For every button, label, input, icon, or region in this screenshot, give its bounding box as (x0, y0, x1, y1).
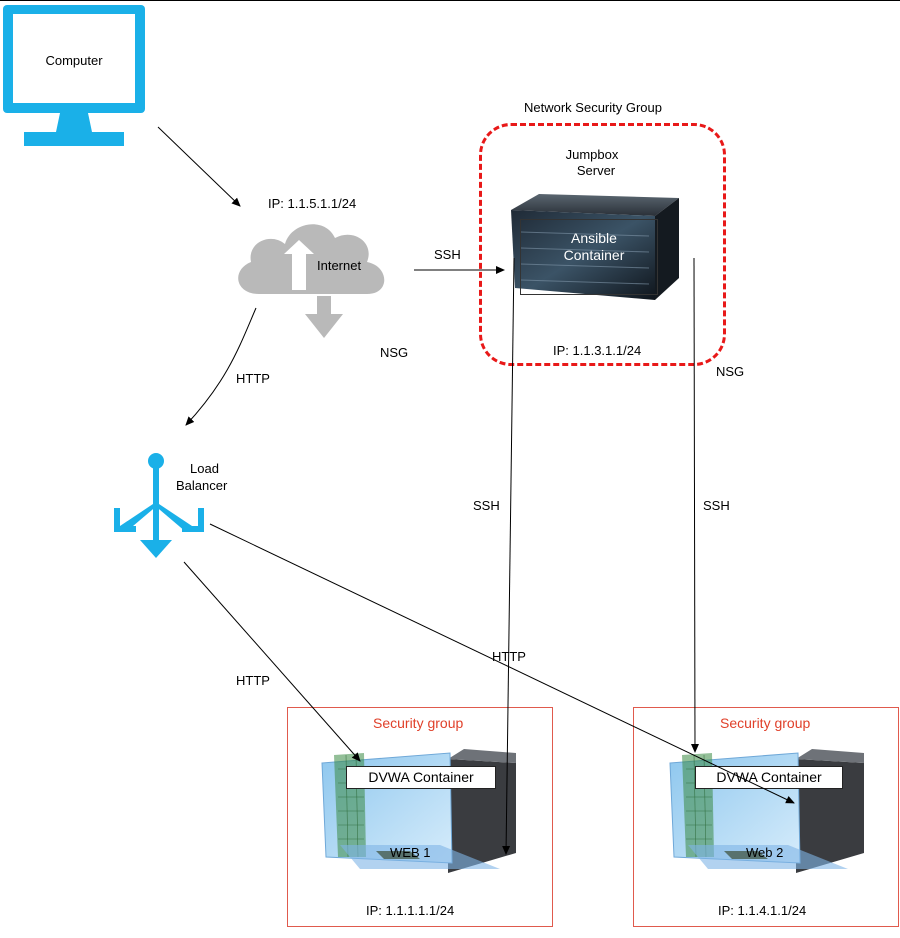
nsg-group-label: Network Security Group (524, 100, 662, 115)
edge-label-ssh-web2: SSH (703, 498, 730, 513)
edge-loadbalancer-web2 (209, 523, 795, 804)
edge-label-nsg-right: NSG (716, 364, 745, 379)
edge-computer-internet (157, 126, 241, 207)
web2-label: Web 2 (746, 845, 784, 860)
edge-internet-loadbalancer (185, 307, 257, 426)
security-group-web2 (633, 707, 899, 927)
edge-label-nsg-left: NSG (380, 345, 409, 360)
load-balancer-label-line1: Load (190, 461, 219, 476)
web1-label: WEB 1 (390, 845, 431, 860)
web2-ip: IP: 1.1.4.1.1/24 (718, 903, 807, 918)
edge-label-http-web1: HTTP (236, 673, 270, 688)
dvwa-container-web1: DVWA Container (346, 766, 496, 789)
load-balancer-label-line2: Balancer (176, 478, 228, 493)
edge-label-ssh-web1: SSH (473, 498, 500, 513)
web1-ip: IP: 1.1.1.1.1/24 (366, 903, 455, 918)
server-rack-icon (511, 194, 679, 300)
load-balancer-icon (114, 453, 204, 558)
cloud-upload-download-icon (238, 224, 385, 338)
edge-loadbalancer-web1 (183, 561, 361, 762)
internet-ip: IP: 1.1.5.1.1/24 (268, 196, 357, 211)
nsg-boundary (479, 123, 726, 366)
ansible-label-line2: Container (563, 247, 625, 263)
edge-jumpbox-web1 (502, 257, 515, 855)
dvwa-container-web2: DVWA Container (695, 766, 843, 789)
jumpbox-label-line2: Server (576, 163, 616, 178)
computer-label: Computer (45, 53, 103, 68)
jumpbox-label-line1: Jumpbox (565, 147, 619, 162)
edge-jumpbox-web2 (690, 257, 699, 753)
edge-label-ssh-internet: SSH (434, 247, 461, 262)
ansible-label-line1: Ansible (571, 230, 617, 246)
security-group-web2-label: Security group (720, 715, 811, 731)
internet-label: Internet (317, 258, 362, 273)
ansible-container-box (520, 219, 658, 295)
security-group-web1 (287, 707, 553, 927)
edge-label-http-web2: HTTP (492, 649, 526, 664)
security-group-web1-label: Security group (373, 715, 464, 731)
edge-label-http-internet: HTTP (236, 371, 270, 386)
jumpbox-ip: IP: 1.1.3.1.1/24 (553, 343, 642, 358)
top-border (0, 0, 900, 1)
monitor-icon (3, 5, 145, 146)
